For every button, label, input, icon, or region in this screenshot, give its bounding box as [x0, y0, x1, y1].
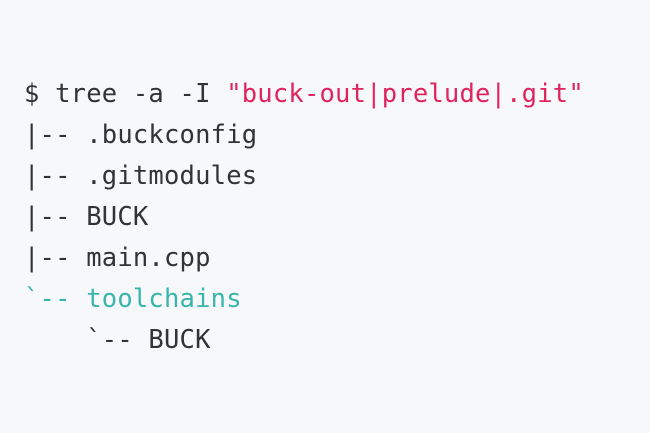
tree-name: .gitmodules — [86, 161, 258, 191]
tree-prefix: `-- — [24, 325, 149, 355]
tree-name: main.cpp — [86, 243, 211, 273]
tree-entry-directory: `-- toolchains — [24, 279, 584, 320]
tree-entry: `-- BUCK — [24, 320, 584, 361]
code-block: $ tree -a -I "buck-out|prelude|.git"|-- … — [24, 74, 584, 361]
tree-entry: |-- .gitmodules — [24, 156, 584, 197]
tree-name: .buckconfig — [86, 120, 258, 150]
tree-prefix: |-- — [24, 202, 87, 232]
tree-name: BUCK — [148, 325, 211, 355]
tree-name: toolchains — [86, 284, 242, 314]
command: tree -a -I — [55, 79, 227, 109]
command-line: $ tree -a -I "buck-out|prelude|.git" — [24, 74, 584, 115]
prompt: $ — [24, 79, 56, 109]
tree-prefix: `-- — [24, 284, 87, 314]
tree-entry: |-- main.cpp — [24, 238, 584, 279]
tree-prefix: |-- — [24, 161, 87, 191]
tree-entry: |-- BUCK — [24, 197, 584, 238]
command-argument: "buck-out|prelude|.git" — [226, 79, 584, 109]
tree-prefix: |-- — [24, 243, 87, 273]
tree-prefix: |-- — [24, 120, 87, 150]
tree-entry: |-- .buckconfig — [24, 115, 584, 156]
tree-name: BUCK — [86, 202, 149, 232]
